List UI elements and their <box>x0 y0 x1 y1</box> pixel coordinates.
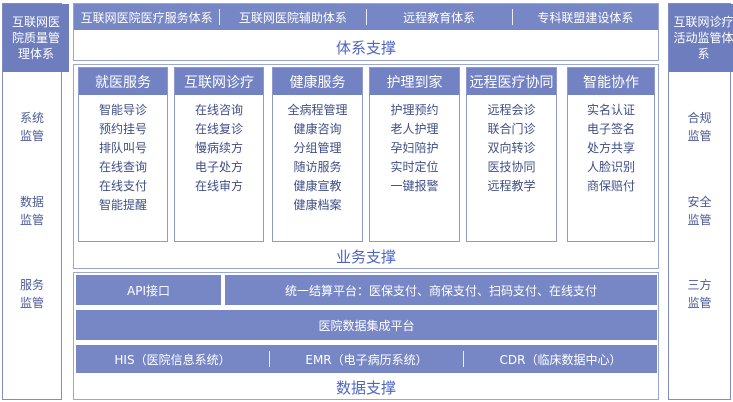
column-item: 排队叫号 <box>98 141 147 155</box>
data-layer: API接口 统一结算平台：医保支付、商保支付、扫码支付、在线支付 医院数据集成平… <box>73 272 659 400</box>
column-item: 实时定位 <box>390 160 439 174</box>
column-header: 健康服务 <box>273 68 362 95</box>
band-divider <box>511 9 513 25</box>
his-system-label: HIS（医院信息系统） <box>114 352 231 367</box>
right-item-label: 监管 <box>687 296 712 310</box>
band-divider <box>219 9 221 25</box>
band-divider <box>269 351 270 367</box>
business-layer: 就医服务 智能导诊 预约挂号 排队叫号 在线查询 在线支付 智能提醒 互联网诊疗… <box>73 64 659 269</box>
system-layer-band: 互联网医院医疗服务体系 互联网医院辅助体系 远程教育体系 专科联盟建设体系 <box>74 4 658 30</box>
column-item: 老人护理 <box>390 122 439 136</box>
system-item: 远程教育体系 <box>403 10 476 25</box>
band-divider <box>463 351 464 367</box>
system-layer-title: 体系支撑 <box>335 39 396 57</box>
column-item: 实名认证 <box>586 103 635 117</box>
column-item: 健康宣教 <box>293 179 342 193</box>
system-layer: 互联网医院医疗服务体系 互联网医院辅助体系 远程教育体系 专科联盟建设体系 体系… <box>73 3 659 61</box>
system-item: 专科联盟建设体系 <box>537 10 634 25</box>
left-panel-title: 互联网医院质量管理体系 <box>3 4 69 72</box>
left-item-system-supervision: 系统 监管 <box>3 109 61 145</box>
business-layer-title: 业务支撑 <box>335 248 396 266</box>
column-item: 健康档案 <box>293 198 342 212</box>
column-item: 医技协同 <box>487 160 536 174</box>
right-item-label: 监管 <box>687 129 712 143</box>
system-item: 互联网医院辅助体系 <box>238 10 347 25</box>
column-item: 慢病续方 <box>194 141 243 155</box>
api-interface-label: API接口 <box>127 283 170 298</box>
left-item-label: 数据 <box>19 195 44 209</box>
column-item: 联合门诊 <box>487 122 536 136</box>
payment-platform-label: 统一结算平台：医保支付、商保支付、扫码支付、在线支付 <box>284 283 597 298</box>
system-item: 互联网医院医疗服务体系 <box>80 10 213 25</box>
column-header: 互联网诊疗 <box>175 68 263 95</box>
right-item-label: 监管 <box>687 213 712 227</box>
left-item-label: 监管 <box>19 213 44 227</box>
column-item: 远程教学 <box>487 179 536 193</box>
column-header: 就医服务 <box>79 68 167 95</box>
emr-system-label: EMR（电子病历系统） <box>305 352 428 367</box>
left-supervision-panel: 互联网医院质量管理体系 系统 监管 数据 监管 服务 监管 <box>2 3 69 400</box>
left-item-service-supervision: 服务 监管 <box>3 276 61 312</box>
column-item: 全病程管理 <box>287 103 348 117</box>
right-item-security-supervision: 安全 监管 <box>669 193 730 229</box>
cdr-system-label: CDR（临床数据中心） <box>499 352 622 367</box>
right-panel-title: 互联网诊疗活动监管体系 <box>669 4 733 72</box>
column-item: 电子签名 <box>586 122 635 136</box>
column-item: 在线复诊 <box>194 122 243 136</box>
column-item: 一键报警 <box>390 179 439 193</box>
business-column-health-service: 健康服务 全病程管理 健康咨询 分组管理 随访服务 健康宣教 健康档案 <box>272 67 363 242</box>
column-header: 远程医疗协同 <box>467 68 556 95</box>
api-interface-box: API接口 <box>76 275 221 305</box>
left-item-label: 服务 <box>19 278 44 292</box>
column-item: 在线咨询 <box>194 103 243 117</box>
column-item: 随访服务 <box>293 160 342 174</box>
column-item: 智能提醒 <box>98 198 147 212</box>
column-item: 人脸识别 <box>586 160 635 174</box>
right-supervision-panel: 互联网诊疗活动监管体系 合规 监管 安全 监管 三方 监管 <box>668 3 733 400</box>
column-item: 电子处方 <box>194 160 243 174</box>
column-item: 双向转诊 <box>487 141 536 155</box>
business-column-medical-service: 就医服务 智能导诊 预约挂号 排队叫号 在线查询 在线支付 智能提醒 <box>78 67 168 242</box>
data-integration-platform-label: 医院数据集成平台 <box>318 318 415 333</box>
column-header: 智能协作 <box>568 68 654 95</box>
column-header: 护理到家 <box>370 68 459 95</box>
left-item-label: 监管 <box>19 296 44 310</box>
left-item-label: 监管 <box>19 129 44 143</box>
data-integration-platform-box: 医院数据集成平台 <box>76 310 657 340</box>
column-item: 处方共享 <box>586 141 635 155</box>
column-item: 商保赔付 <box>586 179 635 193</box>
data-layer-title: 数据支撑 <box>335 379 396 397</box>
column-item: 护理预约 <box>390 103 439 117</box>
right-item-thirdparty-supervision: 三方 监管 <box>669 276 730 312</box>
hospital-systems-band: HIS（医院信息系统） EMR（电子病历系统） CDR（临床数据中心） <box>76 345 657 373</box>
right-item-label: 安全 <box>687 195 712 209</box>
band-divider <box>365 9 367 25</box>
business-column-home-nursing: 护理到家 护理预约 老人护理 孕妇陪护 实时定位 一键报警 <box>369 67 460 242</box>
business-column-remote-collaboration: 远程医疗协同 远程会诊 联合门诊 双向转诊 医技协同 远程教学 <box>466 67 557 242</box>
column-item: 分组管理 <box>293 141 342 155</box>
column-item: 在线支付 <box>98 179 147 193</box>
left-item-label: 系统 <box>19 111 44 125</box>
right-item-compliance-supervision: 合规 监管 <box>669 109 730 145</box>
column-item: 健康咨询 <box>293 122 342 136</box>
column-item: 孕妇陪护 <box>390 141 439 155</box>
business-column-internet-diagnosis: 互联网诊疗 在线咨询 在线复诊 慢病续方 电子处方 在线审方 <box>174 67 264 242</box>
right-item-label: 三方 <box>687 278 712 292</box>
column-item: 在线查询 <box>98 160 147 174</box>
column-item: 智能导诊 <box>98 103 147 117</box>
business-column-smart-collaboration: 智能协作 实名认证 电子签名 处方共享 人脸识别 商保赔付 <box>567 67 655 242</box>
column-item: 远程会诊 <box>487 103 536 117</box>
column-item: 在线审方 <box>194 179 243 193</box>
column-item: 预约挂号 <box>98 122 147 136</box>
left-item-data-supervision: 数据 监管 <box>3 193 61 229</box>
payment-platform-box: 统一结算平台：医保支付、商保支付、扫码支付、在线支付 <box>225 275 657 305</box>
right-item-label: 合规 <box>687 111 712 125</box>
